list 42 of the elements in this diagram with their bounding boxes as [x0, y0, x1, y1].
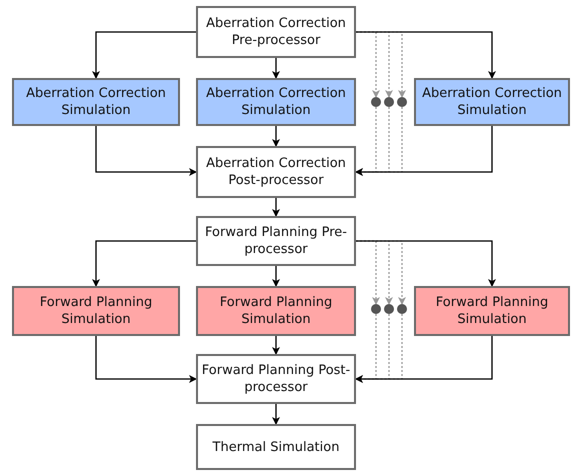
arrow: [272, 126, 280, 147]
box-label: Aberration Correction Post-processor: [205, 155, 347, 189]
arrow: [95, 126, 197, 176]
process-box: [196, 216, 356, 266]
process-box: [196, 146, 356, 198]
dot: [384, 97, 394, 107]
box-label: Aberration Correction Simulation: [205, 85, 347, 119]
arrow: [92, 31, 196, 79]
box-label: Aberration Correction Simulation: [421, 85, 563, 119]
arrow: [272, 404, 280, 425]
process-box: [196, 286, 356, 336]
box-label: Forward Planning Simulation: [434, 294, 550, 328]
dot: [397, 304, 407, 314]
arrow: [356, 31, 496, 79]
dot: [384, 304, 394, 314]
box-label: Thermal Simulation: [212, 438, 340, 456]
arrow: [272, 58, 280, 79]
arrow: [272, 198, 280, 217]
box-label: Aberration Correction Simulation: [25, 85, 167, 119]
arrow: [95, 336, 197, 383]
arrow: [355, 336, 493, 383]
dot: [371, 97, 381, 107]
process-box: [196, 78, 356, 126]
process-box: [12, 286, 180, 336]
box-label: Aberration Correction Pre-processor: [205, 15, 347, 49]
box-label: Forward Planning Pre-processor: [204, 224, 348, 258]
arrow: [355, 126, 493, 176]
process-box: [414, 78, 570, 126]
process-box: [196, 424, 356, 470]
process-box: [196, 354, 356, 404]
dot: [397, 97, 407, 107]
arrow: [272, 266, 280, 287]
process-box: [196, 6, 356, 58]
box-label: Forward Planning Post-processor: [201, 362, 351, 396]
arrow: [92, 240, 196, 287]
process-box: [12, 78, 180, 126]
process-box: [414, 286, 570, 336]
arrow: [356, 240, 496, 287]
dot: [371, 304, 381, 314]
box-label: Forward Planning Simulation: [218, 294, 334, 328]
box-label: Forward Planning Simulation: [38, 294, 154, 328]
arrow: [272, 336, 280, 355]
